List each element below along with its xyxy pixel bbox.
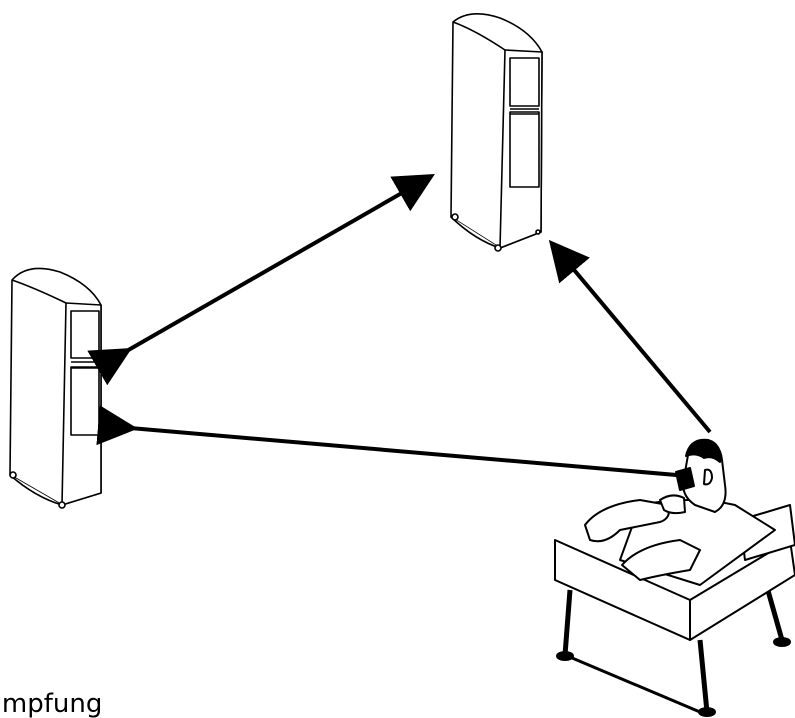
listener-to-right-speaker-arrow bbox=[548, 239, 712, 434]
left-speaker-to-listener-arrow bbox=[96, 405, 689, 478]
left-speaker bbox=[9, 267, 102, 509]
speaker-to-speaker-arrow bbox=[87, 174, 435, 386]
sound-path-arrows bbox=[87, 174, 712, 478]
right-speaker bbox=[450, 13, 543, 252]
caption-text: ämpfung bbox=[0, 689, 103, 718]
listener-in-armchair bbox=[554, 438, 795, 717]
